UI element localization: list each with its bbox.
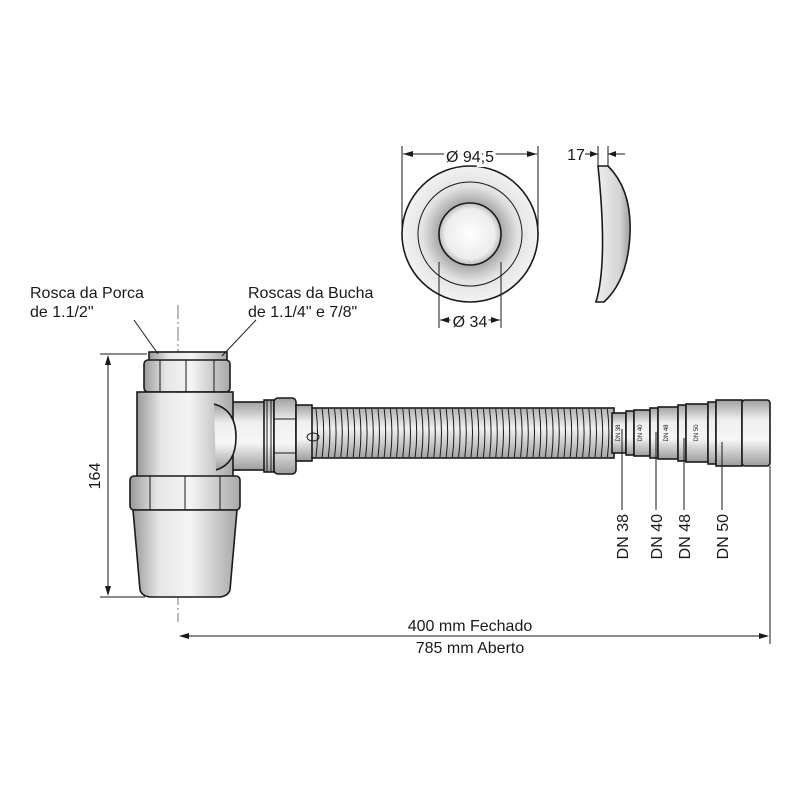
body-outlet-junction (213, 403, 237, 471)
dn-label: DN 38 (615, 514, 632, 559)
escutcheon-mid-ring (417, 181, 523, 287)
siphon-body (129, 351, 241, 598)
outlet-thread (263, 399, 275, 473)
outlet-nut (273, 397, 297, 475)
hose-rib (557, 408, 560, 458)
hose-rib (451, 408, 455, 458)
escutcheon-side-view: 17 (567, 146, 631, 303)
reducer-ring-mark: DN 40 (638, 424, 644, 442)
bushing-thread-label-line1: Roscas da Bucha (248, 285, 374, 302)
hose-rib (383, 408, 387, 458)
reducer-ring-mark: DN 50 (694, 424, 700, 442)
hose-rib (544, 408, 548, 458)
hose-rib (433, 408, 436, 458)
hose-rib (476, 408, 480, 458)
hose-rib (513, 408, 517, 458)
flange-thickness-label: 17 (567, 147, 585, 164)
hose-rib (315, 408, 318, 458)
hose-rib (352, 408, 356, 458)
brand-mark-icon (306, 432, 320, 442)
hose-body (309, 407, 615, 459)
hose-rib (470, 408, 473, 458)
height-dimension: 164 (87, 353, 147, 598)
hose-rib (334, 408, 337, 458)
reducer-ring-marks: DN 38 DN 40 DN 48 DN 50 (616, 424, 700, 442)
escutcheon-hole (438, 202, 502, 266)
hose-rib (588, 408, 591, 458)
top-nut (143, 359, 231, 393)
hose-rib (414, 408, 418, 458)
hose-rib (538, 408, 542, 458)
nut-thread-label-line1: Rosca da Porca (30, 285, 144, 302)
length-closed-label: 400 mm Fechado (408, 618, 533, 635)
hose-rib (427, 408, 430, 458)
hose-rib (445, 408, 449, 458)
hose-rib (489, 408, 492, 458)
dn-label: DN 40 (649, 514, 666, 559)
reducer-end (741, 399, 771, 467)
hose-rib (569, 408, 573, 458)
hose-rib (464, 408, 467, 458)
hose-rib (408, 408, 411, 458)
dn-label: DN 50 (715, 514, 732, 559)
escutcheon-front-view: Ø 94,5 Ø 34 (401, 146, 539, 334)
bushing-thread-label-line2: de 1.1/4" e 7/8" (248, 304, 357, 321)
inner-diameter-label: Ø 34 (453, 314, 488, 331)
hose-rib (501, 408, 504, 458)
outer-diameter-label: Ø 94,5 (446, 149, 494, 166)
hose-rib (482, 408, 486, 458)
reducer-dn50 (715, 399, 743, 467)
hose-corrugations (315, 408, 610, 458)
hose-rib (358, 408, 362, 458)
hose-rib (365, 408, 368, 458)
hose-rib (582, 408, 585, 458)
outlet-collar (295, 404, 313, 462)
hose-rib (327, 408, 331, 458)
length-open-label: 785 mm Aberto (416, 640, 525, 657)
height-label: 164 (87, 463, 104, 490)
hose-rib (507, 408, 511, 458)
dn-label: DN 48 (677, 514, 694, 559)
hose-rib (551, 408, 554, 458)
hose-rib (575, 408, 579, 458)
hose-rib (346, 408, 349, 458)
hose-rib (377, 408, 380, 458)
hose-rib (420, 408, 424, 458)
hose-rib (396, 408, 399, 458)
hose-rib (340, 408, 343, 458)
hose-rib (606, 408, 610, 458)
escutcheon-profile (594, 165, 631, 303)
hose-rib (594, 408, 597, 458)
flexible-hose: DN 38 DN 40 DN 48 DN 50 (309, 399, 771, 467)
hose-rib (520, 408, 523, 458)
hose-rib (563, 408, 566, 458)
hose-rib (458, 408, 461, 458)
hose-rib (495, 408, 498, 458)
outlet-pipe (231, 401, 267, 471)
nut-thread-leader (133, 319, 159, 355)
lower-cup (132, 509, 238, 598)
hose-rib (532, 408, 535, 458)
hose-rib (389, 408, 393, 458)
bushing-thread-leader (221, 319, 257, 357)
hose-rib (439, 408, 442, 458)
nut-thread-label-line2: de 1.1/2" (30, 304, 94, 321)
hose-rib (600, 408, 604, 458)
hose-rib (371, 408, 374, 458)
dn-size-callouts: DN 38 DN 40 DN 48 DN 50 (615, 429, 732, 559)
length-dimension: 400 mm Fechado 785 mm Aberto (179, 466, 771, 657)
hose-rib (321, 408, 325, 458)
reducer-ring-mark: DN 38 (616, 424, 622, 442)
reducer-ring-mark: DN 48 (664, 424, 670, 442)
hose-rib (402, 408, 405, 458)
hose-rib (526, 408, 529, 458)
